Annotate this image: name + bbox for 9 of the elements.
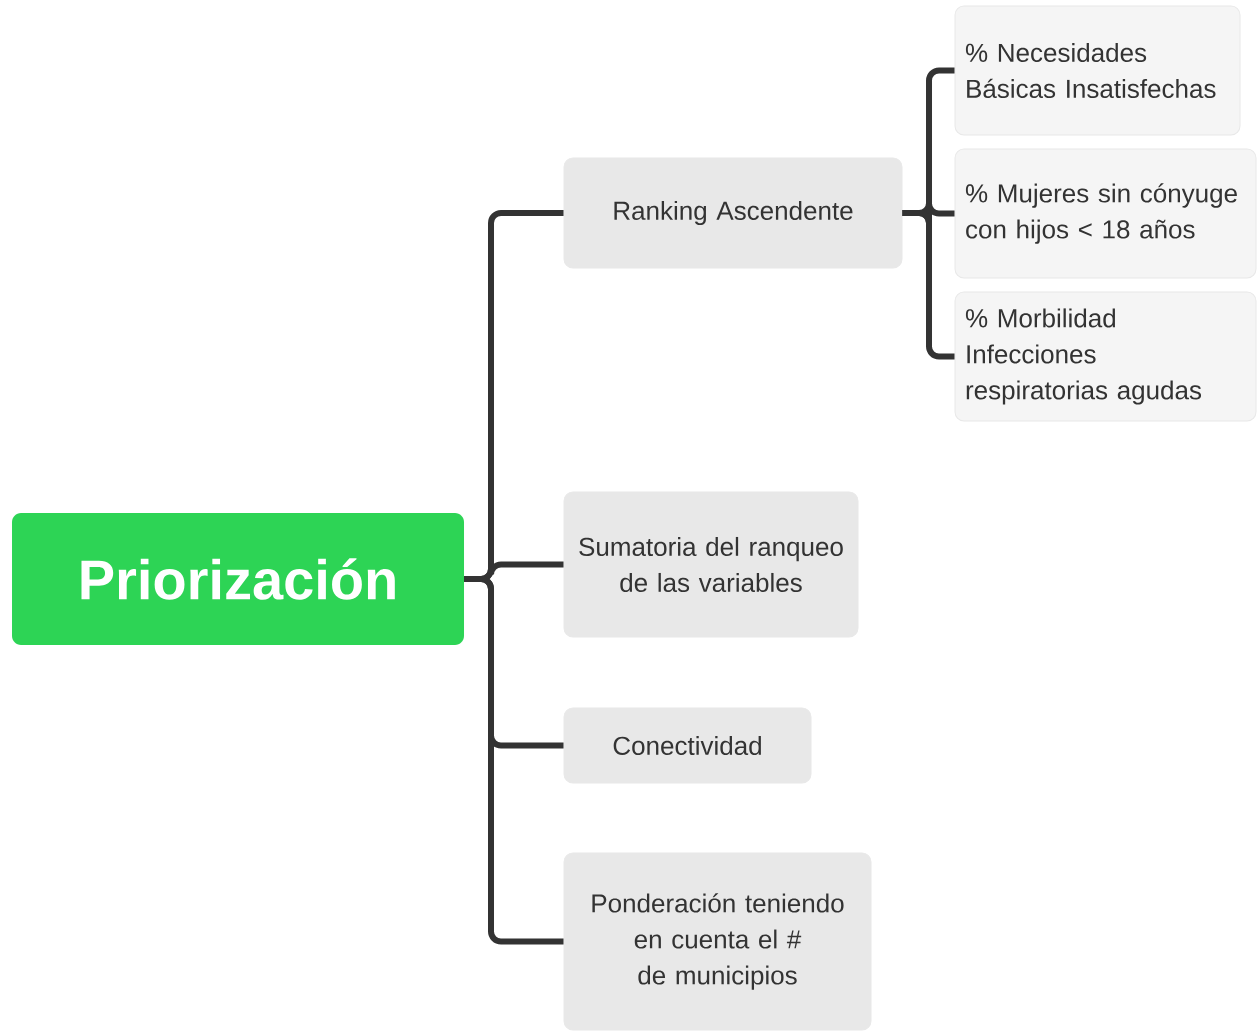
- topic-box: Priorización: [12, 513, 464, 645]
- topic-box: Sumatoria del ranqueo de las variables: [563, 491, 859, 638]
- subtopic-box: % Morbilidad Infecciones respiratorias agudas: [954, 291, 1257, 422]
- subtopic-box: % Necesidades Básicas Insatisfechas: [954, 5, 1241, 136]
- topic-box: Conectividad: [563, 707, 812, 784]
- topic-box: Ranking Ascendente: [563, 157, 903, 269]
- topic-box: Ponderación teniendo en cuenta el # de municipios: [563, 852, 872, 1031]
- connector-line: [464, 576, 564, 945]
- subtopic-box: % Mujeres sin cónyuge con hijos < 18 años: [954, 148, 1257, 279]
